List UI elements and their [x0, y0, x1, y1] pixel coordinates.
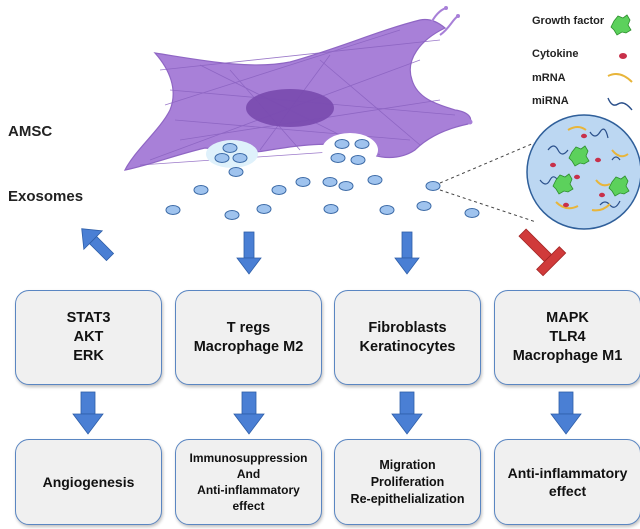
inhibition-arrow: [518, 228, 567, 277]
exosome-particles: [165, 139, 480, 220]
box-line: Immunosuppression: [189, 451, 308, 465]
legend-cytokine: Cytokine: [532, 48, 579, 60]
box-line: STAT3: [66, 310, 111, 326]
legend-icons: [607, 14, 633, 111]
mirna-icon: [607, 97, 633, 111]
exosomes-label: Exosomes: [8, 188, 84, 205]
box-line: Fibroblasts: [368, 319, 447, 336]
box-line: T regs: [226, 319, 271, 336]
amsc-label: AMSC: [8, 123, 53, 140]
box-line: effect: [548, 483, 587, 499]
box-wound-healing: Migration Proliferation Re-epithelializa…: [334, 439, 481, 525]
box-line: Proliferation: [370, 474, 445, 489]
box-line: ERK: [73, 348, 104, 364]
box-line: MAPK: [546, 310, 589, 326]
box-line: Migration: [379, 457, 436, 472]
box-line: And: [236, 467, 261, 481]
box-angiogenesis: Angiogenesis: [15, 439, 162, 525]
box-signaling: STAT3 AKT ERK: [15, 290, 162, 385]
box-line: AKT: [73, 329, 104, 345]
box-line: Angiogenesis: [42, 474, 135, 490]
box-immune-cells: T regs Macrophage M2: [175, 290, 322, 385]
result-arrows: [72, 391, 582, 435]
mrna-icon: [607, 73, 633, 83]
legend-mrna: mRNA: [532, 72, 566, 84]
growth-factor-icon: [610, 14, 632, 36]
pathway-arrows: [81, 228, 567, 277]
cytokine-icon: [619, 53, 627, 59]
box-line: Anti-inflammatory: [197, 483, 300, 497]
box-line: Re-epithelialization: [350, 491, 465, 506]
box-line: Macrophage M2: [193, 338, 304, 355]
box-line: TLR4: [549, 329, 586, 345]
box-immunosuppression: Immunosuppression And Anti-inflammatory …: [175, 439, 322, 525]
zoom-lines: [439, 142, 537, 223]
arrow-2: [236, 231, 262, 275]
box-inflammatory-pathways: MAPK TLR4 Macrophage M1: [494, 290, 640, 385]
arrow-3: [394, 231, 420, 275]
legend-growth-factor: Growth factor: [532, 15, 605, 27]
box-line: Keratinocytes: [359, 338, 456, 355]
amsc-cell: [123, 6, 473, 171]
exosome-zoom: [526, 114, 640, 230]
box-line: effect: [232, 499, 265, 513]
box-skin-cells: Fibroblasts Keratinocytes: [334, 290, 481, 385]
box-anti-inflammatory: Anti-inflammatory effect: [494, 439, 640, 525]
box-line: Anti-inflammatory: [507, 465, 628, 481]
box-line: Macrophage M1: [512, 348, 623, 364]
legend-mirna: miRNA: [532, 95, 569, 107]
arrow-1: [81, 228, 115, 262]
